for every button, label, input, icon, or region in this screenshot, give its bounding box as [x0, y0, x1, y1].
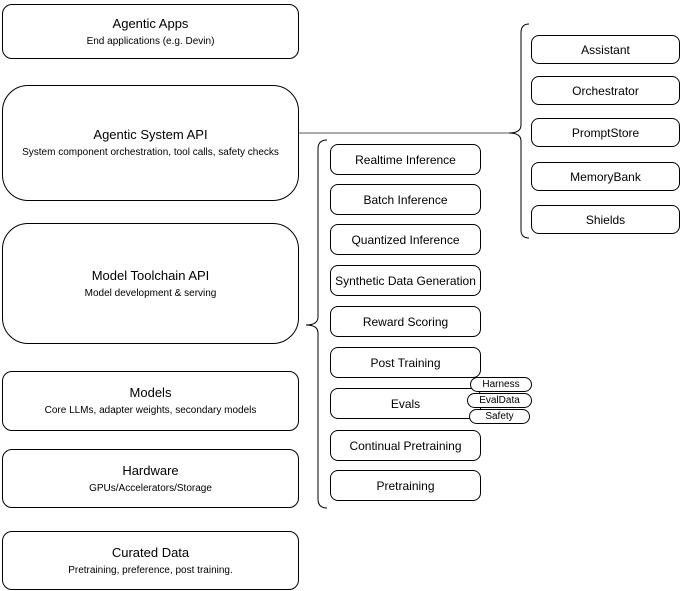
- node-agentic-system-api: Agentic System API System component orch…: [2, 85, 299, 201]
- node-orchestrator: Orchestrator: [531, 76, 680, 105]
- node-title: Agentic Apps: [112, 15, 189, 31]
- node-label: Assistant: [581, 42, 630, 57]
- node-label: Reward Scoring: [362, 314, 449, 329]
- node-title: Curated Data: [111, 544, 190, 560]
- tag-safety: Safety: [469, 409, 530, 424]
- tag-label: Safety: [485, 411, 514, 422]
- node-hardware: Hardware GPUs/Accelerators/Storage: [2, 449, 299, 508]
- right-group-brace: [508, 23, 530, 239]
- node-synthetic-data-generation: Synthetic Data Generation: [330, 265, 481, 296]
- node-label: Batch Inference: [363, 192, 448, 207]
- tag-evaldata: EvalData: [467, 393, 532, 408]
- node-label: Realtime Inference: [355, 152, 456, 167]
- tag-harness: Harness: [470, 377, 532, 392]
- node-quantized-inference: Quantized Inference: [330, 224, 481, 255]
- node-evals: Evals: [330, 388, 481, 419]
- node-label: Shields: [585, 212, 626, 227]
- node-subtitle: End applications (e.g. Devin): [86, 35, 215, 47]
- node-models: Models Core LLMs, adapter weights, secon…: [2, 371, 299, 431]
- node-curated-data: Curated Data Pretraining, preference, po…: [2, 531, 299, 590]
- node-label: PromptStore: [571, 125, 640, 140]
- node-label: Quantized Inference: [351, 232, 460, 247]
- node-title: Models: [129, 385, 172, 400]
- node-realtime-inference: Realtime Inference: [330, 144, 481, 175]
- middle-group-brace: [305, 139, 328, 509]
- node-subtitle: Pretraining, preference, post training.: [68, 564, 233, 576]
- node-label: Continual Pretraining: [349, 438, 462, 453]
- node-shields: Shields: [531, 205, 680, 234]
- node-subtitle: System component orchestration, tool cal…: [22, 147, 279, 158]
- node-subtitle: Core LLMs, adapter weights, secondary mo…: [44, 405, 257, 416]
- node-label: Evals: [390, 396, 421, 411]
- node-label: Orchestrator: [572, 83, 639, 98]
- node-promptstore: PromptStore: [531, 118, 680, 147]
- node-label: Pretraining: [376, 478, 435, 493]
- node-continual-pretraining: Continual Pretraining: [330, 430, 481, 461]
- node-pretraining: Pretraining: [330, 470, 481, 501]
- node-reward-scoring: Reward Scoring: [330, 306, 481, 337]
- node-label: MemoryBank: [570, 169, 641, 184]
- node-label: Synthetic Data Generation: [335, 273, 476, 288]
- node-label: Post Training: [370, 355, 441, 370]
- node-batch-inference: Batch Inference: [330, 184, 481, 215]
- node-title: Agentic System API: [93, 127, 208, 142]
- tag-label: EvalData: [479, 395, 520, 406]
- node-model-toolchain-api: Model Toolchain API Model development & …: [2, 223, 299, 344]
- node-subtitle: Model development & serving: [84, 287, 217, 299]
- node-assistant: Assistant: [531, 35, 680, 64]
- tag-label: Harness: [482, 379, 520, 390]
- node-title: Model Toolchain API: [91, 267, 210, 283]
- node-post-training: Post Training: [330, 347, 481, 378]
- node-subtitle: GPUs/Accelerators/Storage: [89, 482, 212, 494]
- node-memorybank: MemoryBank: [531, 162, 680, 191]
- node-title: Hardware: [122, 462, 179, 478]
- node-agentic-apps: Agentic Apps End applications (e.g. Devi…: [2, 4, 299, 59]
